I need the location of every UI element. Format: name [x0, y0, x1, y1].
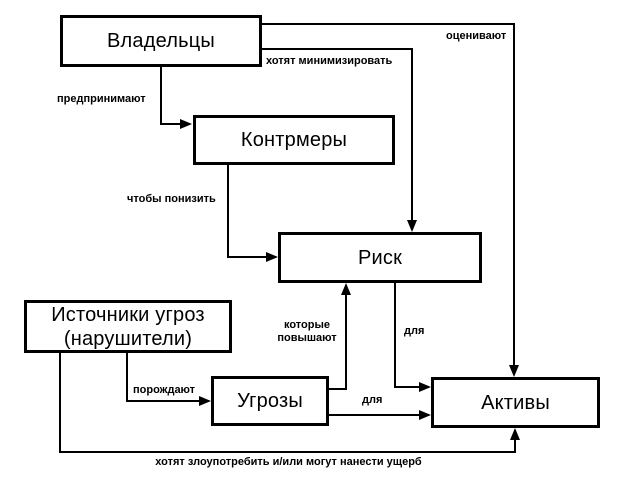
edge-risk-assets — [394, 283, 431, 392]
node-countermeasures-label: Контрмеры — [240, 129, 348, 151]
node-countermeasures: Контрмеры — [193, 115, 395, 165]
edge-sources-assets — [59, 353, 520, 453]
edge-label-risk-for: для — [404, 325, 425, 337]
node-threat-sources-label-line2: (нарушители) — [63, 327, 193, 350]
edge-label-increase-line1: которые — [284, 319, 330, 331]
edge-owners-risk — [262, 48, 417, 232]
node-threats: Угрозы — [211, 376, 329, 426]
edge-label-undertake: предпринимают — [57, 93, 146, 105]
edge-label-abuse: хотят злоупотребить и/или могут нанести … — [155, 456, 422, 468]
edge-owners-assets — [262, 23, 519, 377]
node-threats-label: Угрозы — [237, 390, 303, 412]
node-assets-label: Активы — [481, 391, 550, 414]
node-owners: Владельцы — [60, 15, 262, 67]
node-assets: Активы — [431, 377, 600, 428]
node-risk-label: Риск — [357, 246, 403, 269]
node-threat-sources-label-line1: Источники угроз — [51, 303, 205, 326]
edge-label-minimize: хотят минимизировать — [266, 55, 393, 67]
edge-label-increase-line2: повышают — [277, 332, 337, 344]
node-threat-sources: Источники угроз (нарушители) — [24, 300, 232, 353]
edge-sources-threats — [126, 353, 211, 406]
node-owners-label: Владельцы — [107, 30, 215, 52]
edge-countermeasures-risk — [227, 165, 278, 262]
node-risk: Риск — [278, 232, 482, 283]
edge-threats-risk — [329, 283, 351, 390]
edge-label-evaluate: оценивают — [446, 30, 507, 42]
edge-label-increase: которые повышают — [265, 319, 349, 345]
edge-label-spawn: порождают — [133, 384, 196, 396]
edge-label-lower: чтобы понизить — [127, 193, 216, 205]
edge-label-threats-for: для — [362, 394, 383, 406]
edge-owners-countermeasures — [160, 67, 192, 129]
